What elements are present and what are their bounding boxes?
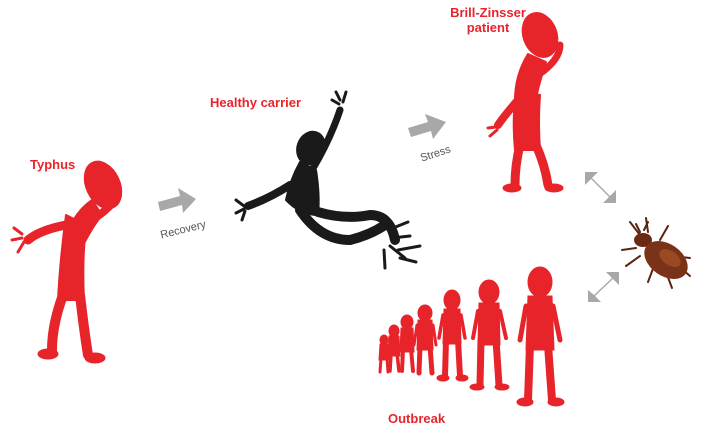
- label-brill-zinsser-line2: patient: [436, 20, 540, 35]
- outbreak-person: [400, 315, 414, 371]
- outbreak-person: [379, 335, 389, 372]
- label-brill-zinsser-line1: Brill-Zinsser: [436, 5, 540, 20]
- label-brill-zinsser: Brill-Zinsser patient: [436, 5, 540, 35]
- outbreak-person: [414, 305, 436, 373]
- outbreak-person: [470, 280, 509, 390]
- outbreak-person: [517, 267, 564, 406]
- outbreak-person: [388, 325, 400, 371]
- label-typhus: Typhus: [30, 157, 75, 172]
- outbreak-person: [437, 290, 468, 381]
- label-healthy-carrier: Healthy carrier: [210, 95, 301, 110]
- label-outbreak: Outbreak: [388, 411, 445, 426]
